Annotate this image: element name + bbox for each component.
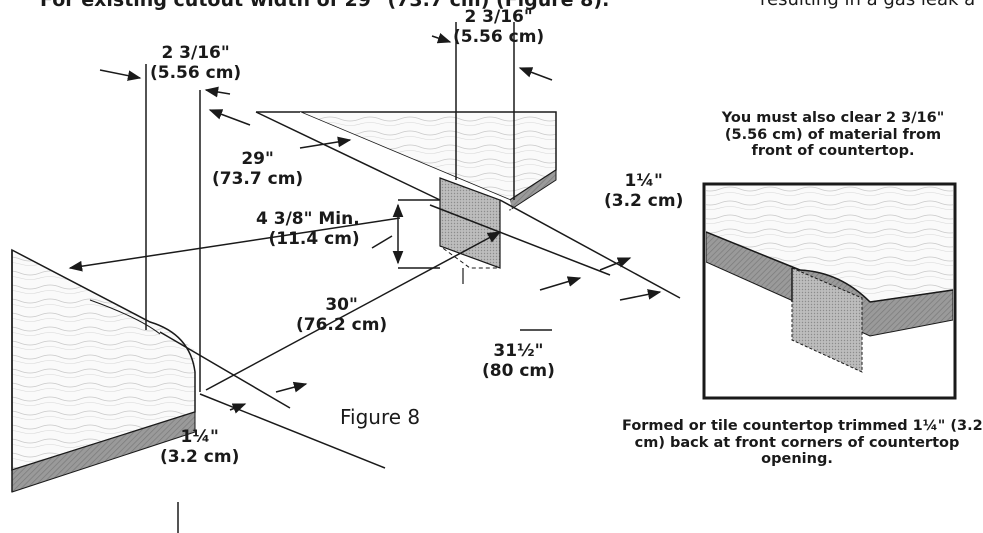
dim-cutout-depth: 29" (73.7 cm) bbox=[212, 149, 304, 189]
inset-note-bottom: Formed or tile countertop trimmed 1¼" (3… bbox=[622, 418, 983, 468]
figure-label: Figure 8 bbox=[340, 405, 421, 429]
top-cropped-text: For existing cutout width of 29" (73.7 c… bbox=[0, 0, 975, 14]
dim-cutout-width: 30" (76.2 cm) bbox=[296, 295, 388, 335]
dim-overall-width: 31½" (80 cm) bbox=[482, 341, 555, 381]
front-countertop bbox=[11, 248, 196, 493]
inset-detail bbox=[702, 182, 957, 400]
dim-top-width: 2 3/16" (5.56 cm) bbox=[453, 7, 545, 47]
top-right-text: resulting in a gas leak a bbox=[760, 0, 975, 11]
dim-left-width: 2 3/16" (5.56 cm) bbox=[150, 43, 242, 83]
inset-note-top: You must also clear 2 3/16" (5.56 cm) of… bbox=[721, 110, 945, 160]
top-left-text: For existing cutout width of 29" (73.7 c… bbox=[40, 0, 610, 11]
dim-bottom-trim: 1¼" (3.2 cm) bbox=[160, 427, 240, 467]
dimension-lines bbox=[68, 22, 681, 533]
dim-min-height: 4 3/8" Min. (11.4 cm) bbox=[256, 209, 360, 249]
dim-right-trim: 1¼" (3.2 cm) bbox=[604, 171, 684, 211]
